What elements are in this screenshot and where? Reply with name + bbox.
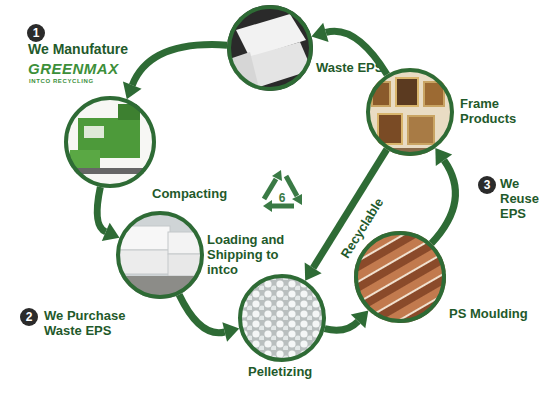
callout-number: 2	[20, 308, 38, 326]
arrow-shaft	[431, 160, 455, 243]
brand-tagline: INTCO RECYCLING	[29, 77, 119, 85]
photo-circle: We Manufature	[64, 96, 156, 188]
arrow-shaft	[132, 45, 227, 86]
curved-arrow	[305, 149, 387, 280]
arrow-shaft	[179, 295, 225, 333]
photo-circle: Frame Products	[366, 68, 454, 156]
arrow-head	[311, 23, 328, 42]
photo-circle: Waste EPS	[227, 5, 313, 91]
step-note: We Purchase Waste EPS	[44, 308, 134, 338]
arrow-shaft	[313, 149, 387, 268]
arrow-shaft	[97, 187, 106, 232]
arrow-head	[102, 223, 120, 241]
step-label: Frame Products	[460, 96, 522, 126]
recycle-symbol	[263, 170, 302, 212]
photo-circle: PS Moulding	[354, 231, 446, 323]
arrow-head	[305, 263, 322, 281]
symbol-number: 6	[272, 191, 292, 205]
step-label: Pelletizing	[248, 364, 338, 379]
arrow-head	[222, 322, 239, 341]
arrow-head	[435, 148, 452, 166]
curved-arrow	[97, 187, 119, 241]
step-note: We Reuse EPS	[500, 176, 545, 221]
edge-label: Compacting	[152, 186, 227, 201]
step-label: Loading and Shipping to intco	[207, 232, 295, 277]
edge-label: Recyclable	[338, 195, 387, 261]
arrow-shaft	[326, 31, 387, 74]
curved-arrow	[123, 45, 227, 100]
curved-arrow	[311, 23, 387, 75]
photo-circle: Pelletizing	[238, 274, 326, 362]
curved-arrow	[179, 295, 239, 342]
photo-circle: Loading and Shipping to intco	[116, 211, 204, 299]
callout-number: 1	[27, 24, 45, 42]
curved-arrow	[431, 148, 455, 243]
curved-arrow	[325, 310, 369, 330]
step-label: We Manufature	[28, 41, 148, 57]
arrow-shaft	[325, 321, 358, 330]
arrow-head	[123, 82, 142, 100]
brand-logo: GREENMAX	[28, 60, 118, 77]
step-label: PS Moulding	[449, 306, 539, 321]
arrow-head	[351, 310, 369, 328]
step-label: Waste EPS	[316, 60, 396, 75]
callout-number: 3	[478, 176, 496, 194]
